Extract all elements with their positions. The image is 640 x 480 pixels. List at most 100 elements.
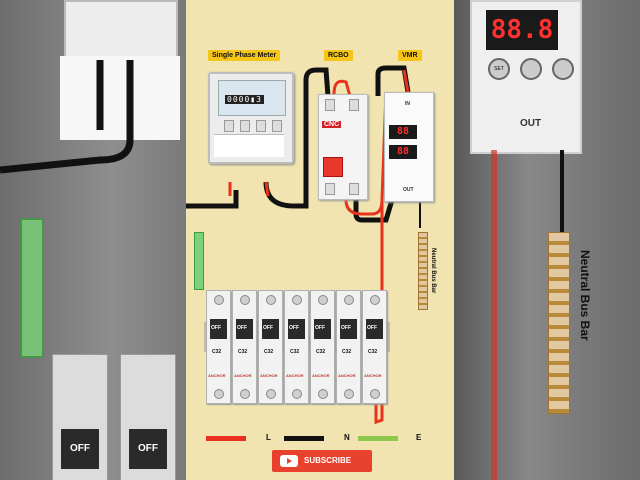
mcb-screw bbox=[240, 389, 250, 399]
subscribe-button[interactable]: SUBSCRIBE bbox=[272, 450, 372, 472]
rcbo-terminal bbox=[325, 99, 335, 111]
mcb-screw bbox=[266, 389, 276, 399]
neutral-bus-bar-label: Neutral Bus Bar bbox=[430, 248, 436, 294]
neutral-bus-bar-zoom bbox=[548, 232, 570, 414]
mcb-toggle bbox=[288, 319, 305, 339]
mcb-screw bbox=[214, 295, 224, 305]
mcb-toggle bbox=[236, 319, 253, 339]
mcb-rating: C32 bbox=[264, 349, 274, 355]
mcb-screw bbox=[370, 295, 380, 305]
right-wires bbox=[491, 150, 564, 480]
neutral-bus-bar bbox=[418, 232, 428, 310]
mcb-rating: C32 bbox=[342, 349, 352, 355]
mcb-brand: ANCHOR bbox=[234, 373, 252, 378]
mcb-screw bbox=[318, 295, 328, 305]
mcb-state: OFF bbox=[263, 325, 273, 331]
left-mcb-state: OFF bbox=[61, 429, 99, 469]
meter-terminal-cover bbox=[214, 134, 284, 157]
legend-earth-key: E bbox=[416, 433, 422, 442]
mcb-brand: ANCHOR bbox=[208, 373, 226, 378]
meter-display: 0000▮3 bbox=[218, 80, 286, 116]
vmr-label: VMR bbox=[398, 50, 422, 61]
meter-terminal bbox=[272, 120, 282, 132]
vmr-in-label: IN bbox=[405, 101, 410, 107]
mcb-state: OFF bbox=[237, 325, 247, 331]
meter-terminal bbox=[256, 120, 266, 132]
mcb-screw bbox=[214, 389, 224, 399]
mcb-brand: ANCHOR bbox=[312, 373, 330, 378]
left-mcb-zoom: OFF bbox=[52, 354, 108, 480]
meter-counter: 0000▮3 bbox=[225, 95, 264, 104]
mcb-screw bbox=[292, 389, 302, 399]
left-mcb-zoom: OFF bbox=[120, 354, 176, 480]
mcb-brand: ANCHOR bbox=[286, 373, 304, 378]
mcb-screw bbox=[344, 295, 354, 305]
mcb-toggle bbox=[262, 319, 279, 339]
mcb-toggle bbox=[340, 319, 357, 339]
mcb-screw bbox=[292, 295, 302, 305]
rcbo-terminal bbox=[325, 183, 335, 195]
mcb-screw bbox=[318, 389, 328, 399]
left-mcb-state: OFF bbox=[129, 429, 167, 469]
meter-label: Single Phase Meter bbox=[208, 50, 281, 61]
rcbo-terminal bbox=[349, 183, 359, 195]
mcb-state: OFF bbox=[211, 325, 221, 331]
mcb-rating: C32 bbox=[212, 349, 222, 355]
vmr-display-bottom: 88 bbox=[389, 145, 417, 159]
set-button-zoom: SET bbox=[488, 58, 510, 80]
vmr-zoom-out-label: OUT bbox=[520, 118, 542, 129]
up-button-zoom bbox=[520, 58, 542, 80]
meter-terminal bbox=[240, 120, 250, 132]
mcb-rating: C32 bbox=[316, 349, 326, 355]
mcb-rating: C32 bbox=[238, 349, 248, 355]
mcb-state: OFF bbox=[341, 325, 351, 331]
voltage-monitoring-relay: IN 88 88 OUT bbox=[384, 92, 434, 202]
youtube-icon bbox=[280, 455, 298, 467]
vmr-display-top: 88 bbox=[389, 125, 417, 139]
left-wires bbox=[0, 60, 134, 174]
meter-base-zoom-blur bbox=[60, 56, 180, 140]
vmr-out-label: OUT bbox=[403, 187, 414, 193]
mcb-state: OFF bbox=[315, 325, 325, 331]
mcb-state: OFF bbox=[289, 325, 299, 331]
wiring-diagram: Single Phase Meter RCBO VMR 0000▮3 CNC I… bbox=[186, 0, 454, 480]
single-phase-meter: 0000▮3 bbox=[208, 72, 294, 164]
legend-live-key: L bbox=[266, 433, 271, 442]
mcb-screw bbox=[370, 389, 380, 399]
left-green-bar bbox=[20, 218, 44, 358]
vmr-zoom-display: 88.8 bbox=[486, 10, 558, 50]
rcbo-brand: CNC bbox=[322, 121, 342, 128]
right-background-panel: 88.8 SET OUT Neutral Bus Bar bbox=[454, 0, 640, 480]
down-button-zoom bbox=[552, 58, 574, 80]
mcb-screw bbox=[266, 295, 276, 305]
mcb-brand: ANCHOR bbox=[364, 373, 382, 378]
meter-terminal bbox=[224, 120, 234, 132]
mcb-toggle bbox=[314, 319, 331, 339]
rcbo-terminal bbox=[349, 99, 359, 111]
mcb-rating: C32 bbox=[290, 349, 300, 355]
rcbo-handle bbox=[323, 157, 343, 177]
mcb-screw bbox=[344, 389, 354, 399]
rcbo-breaker: CNC bbox=[318, 94, 368, 200]
legend-neutral-key: N bbox=[344, 433, 350, 442]
left-background-panel: OFF OFF bbox=[0, 0, 186, 480]
rcbo-label: RCBO bbox=[324, 50, 353, 61]
vmr-zoom-blur: 88.8 SET OUT bbox=[470, 0, 582, 154]
mcb-toggle bbox=[210, 319, 227, 339]
mcb-brand: ANCHOR bbox=[260, 373, 278, 378]
mcb-toggle bbox=[366, 319, 383, 339]
earth-bar bbox=[194, 232, 204, 290]
mcb-rating: C32 bbox=[368, 349, 378, 355]
legend-neutral-line bbox=[284, 436, 324, 441]
mcb-state: OFF bbox=[367, 325, 377, 331]
neutral-bus-bar-zoom-label: Neutral Bus Bar bbox=[578, 250, 592, 341]
mcb-screw bbox=[240, 295, 250, 305]
